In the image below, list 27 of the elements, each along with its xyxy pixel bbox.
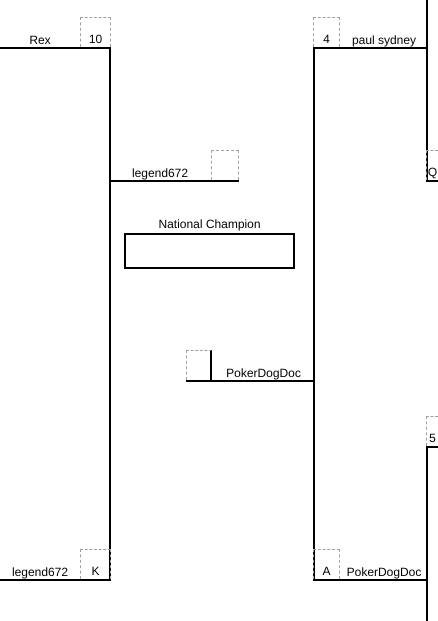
player-name: Rex — [29, 33, 51, 47]
seed-box: Q — [426, 150, 438, 180]
bracket-line — [109, 47, 111, 182]
bracket-line — [426, 0, 428, 49]
bracket-slot — [0, 17, 111, 49]
player-name: PokerDogDoc — [346, 565, 422, 579]
bracket-slot — [313, 17, 428, 49]
player-name: legend672 — [12, 565, 68, 579]
seed-box: A — [313, 549, 340, 579]
bracket-slot — [313, 549, 428, 581]
bracket-slot — [109, 150, 239, 182]
bracket-slot — [0, 549, 111, 581]
player-name: legend672 — [132, 166, 188, 180]
bracket-line — [109, 180, 111, 581]
bracket-line — [426, 47, 428, 182]
seed-box: 5 — [426, 416, 438, 446]
bracket-line — [426, 579, 428, 621]
seed-box: K — [80, 549, 111, 579]
seed-box: 10 — [80, 17, 111, 47]
bracket-line — [313, 47, 315, 382]
player-name: paul sydney — [352, 33, 416, 47]
champion-heading: National Champion — [158, 217, 261, 231]
bracket-slot — [186, 350, 315, 382]
bracket-line — [313, 380, 315, 581]
player-name: PokerDogDoc — [226, 366, 301, 380]
seed-box: 4 — [313, 17, 340, 47]
bracket-line — [426, 446, 428, 581]
